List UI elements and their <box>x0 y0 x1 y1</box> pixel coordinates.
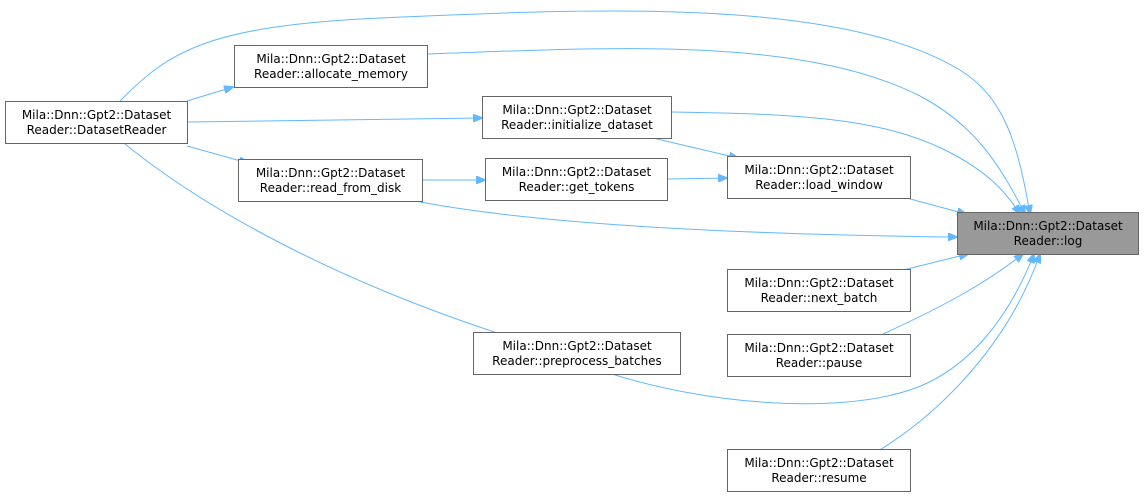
node-initialize-dataset-line1: Mila::Dnn::Gpt2::Dataset <box>502 102 652 117</box>
edge-load-window-to-log <box>902 196 966 214</box>
node-load-window[interactable]: Mila::Dnn::Gpt2::Dataset Reader::load_wi… <box>727 156 911 199</box>
edge-datasetreader-to-initialize-dataset <box>186 118 482 123</box>
node-allocate-memory[interactable]: Mila::Dnn::Gpt2::Dataset Reader::allocat… <box>234 45 428 88</box>
edge-allocate-memory-to-log <box>427 48 1025 214</box>
node-get-tokens-line1: Mila::Dnn::Gpt2::Dataset <box>501 164 652 179</box>
node-get-tokens-line2: Reader::get_tokens <box>518 179 635 194</box>
node-resume[interactable]: Mila::Dnn::Gpt2::Dataset Reader::resume <box>727 449 911 492</box>
node-next-batch-line2: Reader::next_batch <box>760 290 878 305</box>
node-log: Mila::Dnn::Gpt2::Dataset Reader::log <box>957 212 1139 255</box>
edge-resume-to-log <box>877 254 1040 452</box>
edge-initialize-dataset-to-log <box>671 111 1020 214</box>
node-preprocess-batches-line1: Mila::Dnn::Gpt2::Dataset <box>502 338 652 353</box>
edge-read-from-disk-to-log <box>409 199 957 237</box>
node-dataset-reader-line2: Reader::DatasetReader <box>26 122 167 137</box>
node-resume-line1: Mila::Dnn::Gpt2::Dataset <box>744 455 894 470</box>
edge-datasetreader-to-allocate-memory <box>186 87 233 102</box>
edge-datasetreader-to-log <box>119 10 1030 214</box>
node-preprocess-batches-line2: Reader::preprocess_batches <box>492 353 662 368</box>
edge-datasetreader-to-read-from-disk <box>186 145 248 163</box>
node-pause-line1: Mila::Dnn::Gpt2::Dataset <box>744 340 894 355</box>
node-next-batch-line1: Mila::Dnn::Gpt2::Dataset <box>744 275 894 290</box>
node-next-batch[interactable]: Mila::Dnn::Gpt2::Dataset Reader::next_ba… <box>727 269 911 312</box>
node-allocate-memory-line1: Mila::Dnn::Gpt2::Dataset <box>256 51 406 66</box>
node-read-from-disk-line1: Mila::Dnn::Gpt2::Dataset <box>255 165 406 180</box>
node-allocate-memory-line2: Reader::allocate_memory <box>254 66 408 81</box>
edge-next-batch-to-log <box>902 254 968 271</box>
node-log-line1: Mila::Dnn::Gpt2::Dataset <box>973 218 1123 233</box>
edge-get-tokens-to-load-window <box>667 178 727 179</box>
node-dataset-reader[interactable]: Mila::Dnn::Gpt2::Dataset Reader::Dataset… <box>5 101 188 144</box>
node-pause-line2: Reader::pause <box>775 355 863 370</box>
node-resume-line2: Reader::resume <box>771 470 867 485</box>
node-initialize-dataset-line2: Reader::initialize_dataset <box>501 117 653 132</box>
node-dataset-reader-line1: Mila::Dnn::Gpt2::Dataset <box>21 107 172 122</box>
node-read-from-disk-line2: Reader::read_from_disk <box>259 180 402 195</box>
node-get-tokens[interactable]: Mila::Dnn::Gpt2::Dataset Reader::get_tok… <box>485 158 668 201</box>
node-initialize-dataset[interactable]: Mila::Dnn::Gpt2::Dataset Reader::initial… <box>482 96 672 139</box>
node-preprocess-batches[interactable]: Mila::Dnn::Gpt2::Dataset Reader::preproc… <box>473 332 681 375</box>
edge-datasetreader-to-preprocess-batches <box>124 143 516 339</box>
node-read-from-disk[interactable]: Mila::Dnn::Gpt2::Dataset Reader::read_fr… <box>238 159 423 202</box>
node-load-window-line1: Mila::Dnn::Gpt2::Dataset <box>744 162 894 177</box>
edge-preprocess-batches-to-log <box>611 254 1034 405</box>
node-log-line2: Reader::log <box>1013 233 1083 248</box>
node-load-window-line2: Reader::load_window <box>755 177 883 192</box>
node-pause[interactable]: Mila::Dnn::Gpt2::Dataset Reader::pause <box>727 334 911 377</box>
edge-pause-to-log <box>882 254 1023 335</box>
